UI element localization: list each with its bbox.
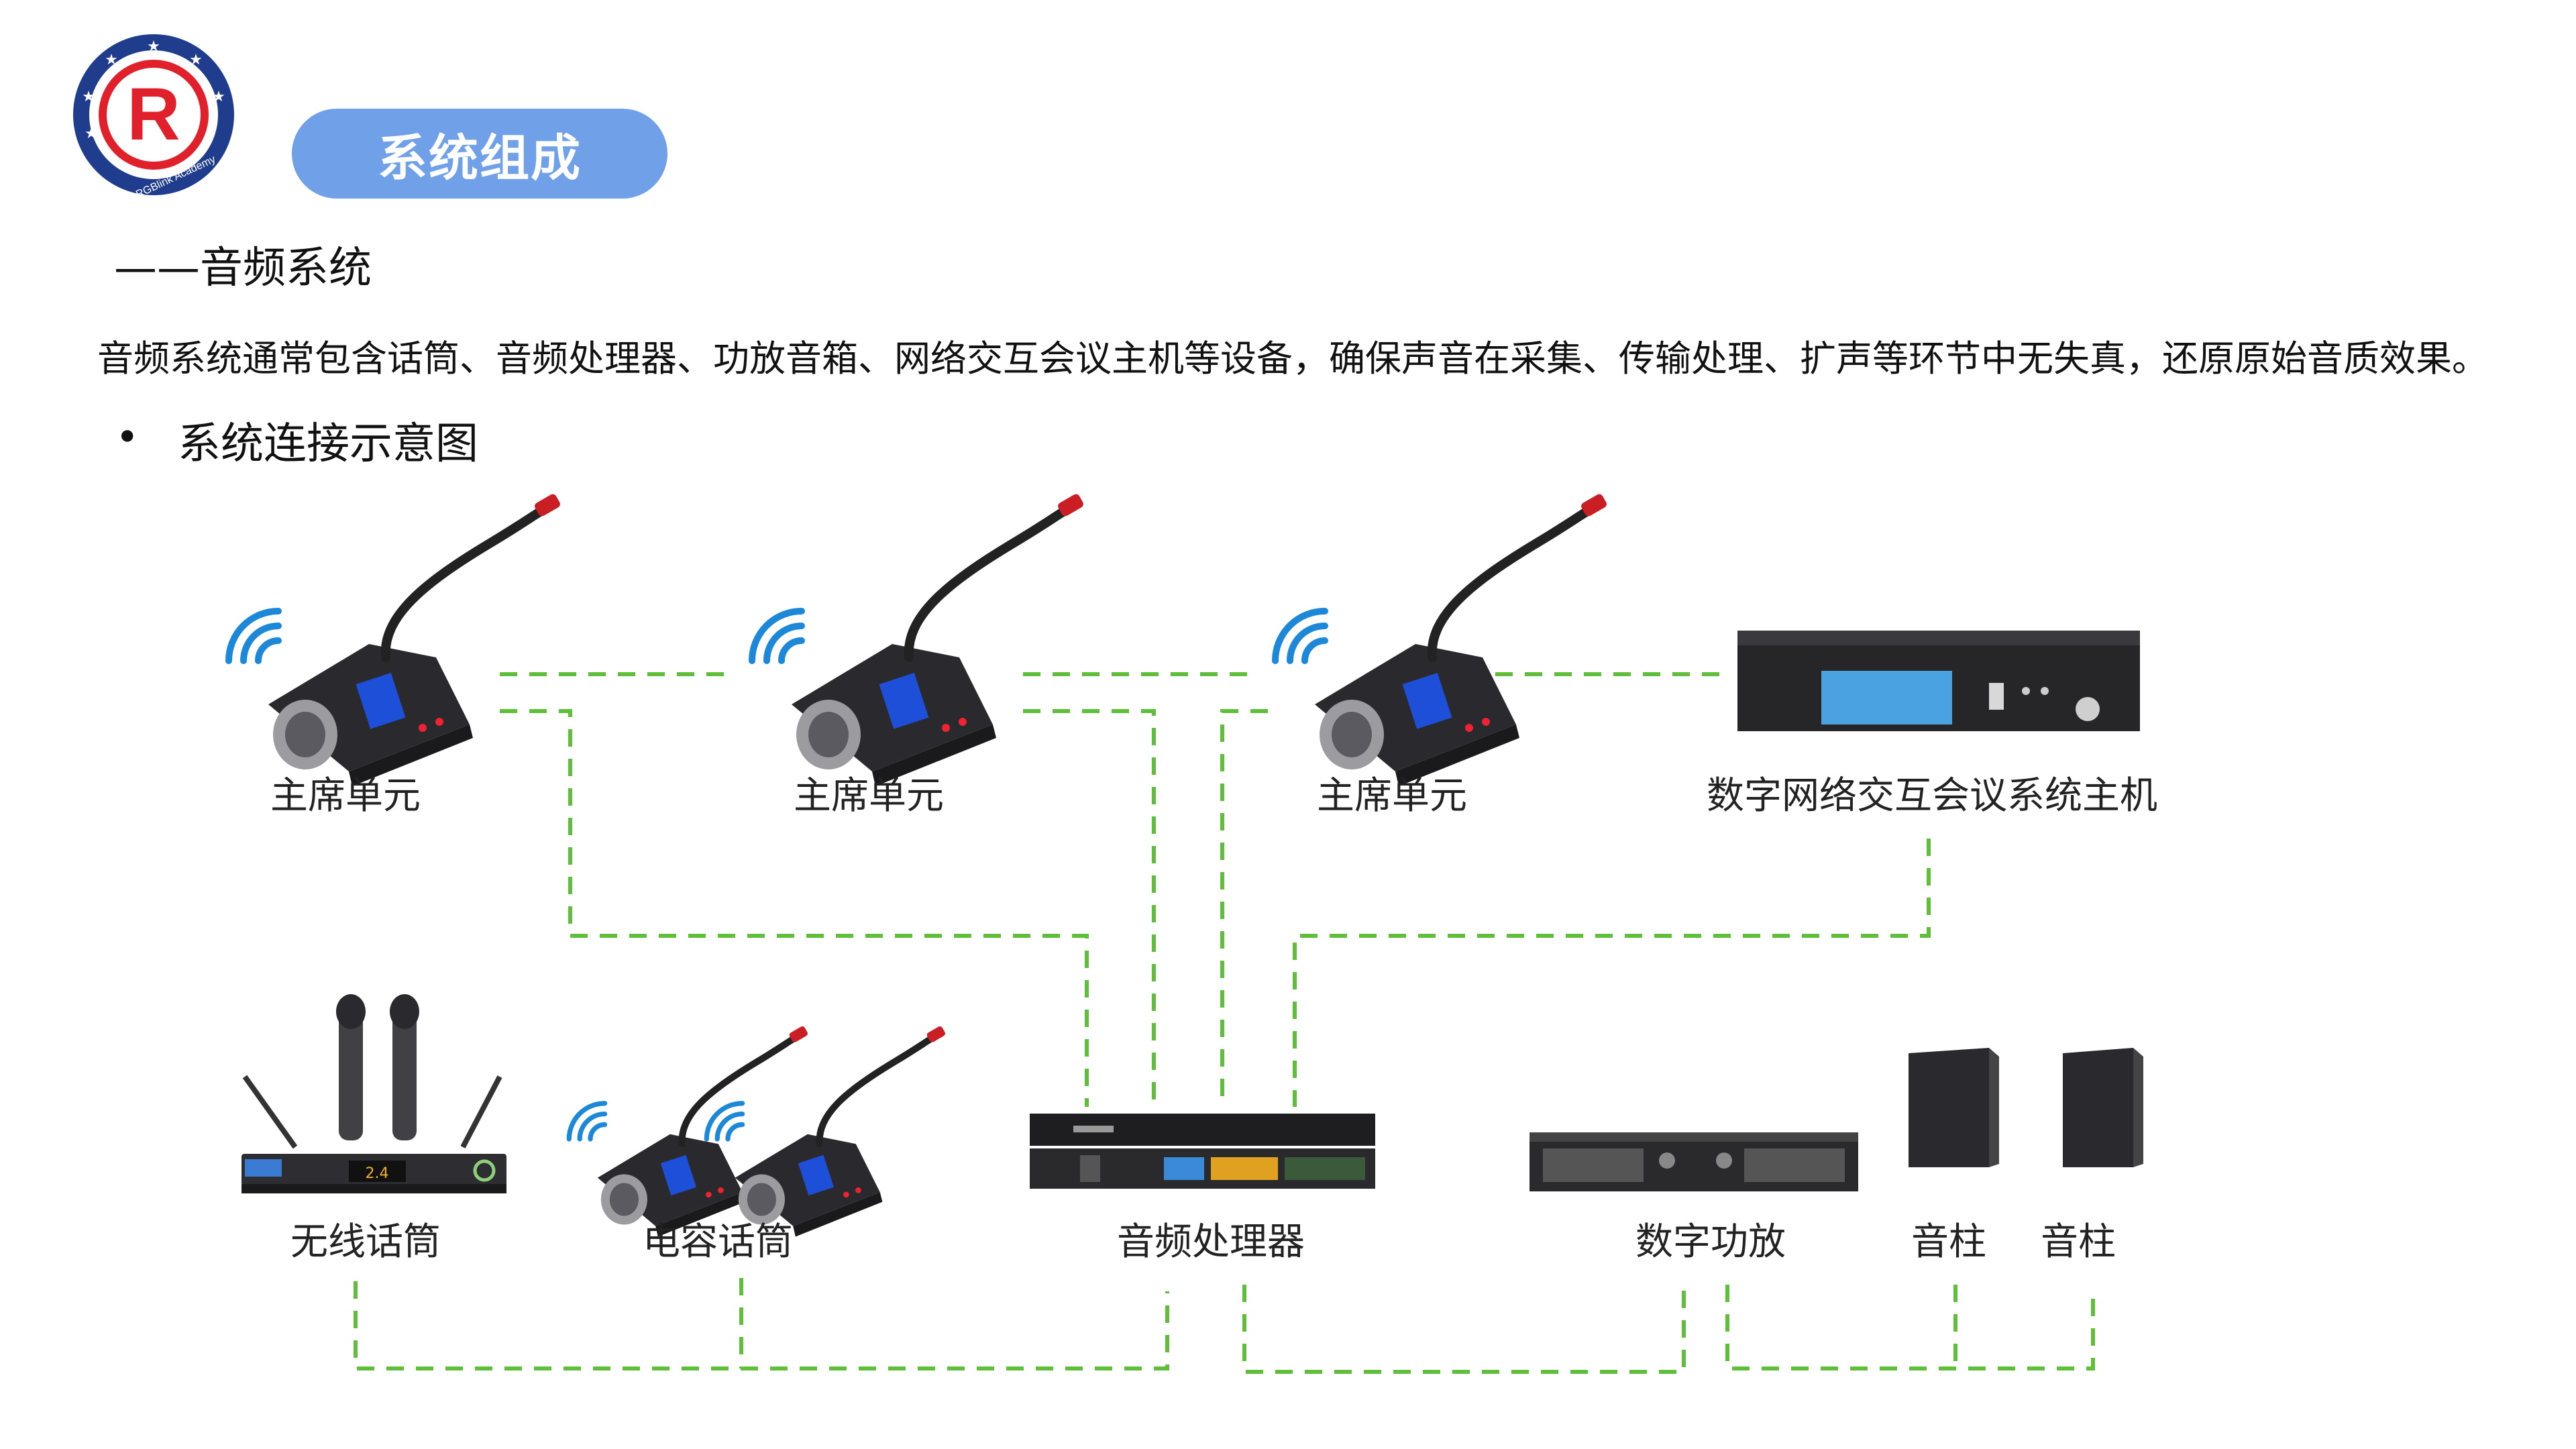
wire-host-processor xyxy=(1293,839,1931,1107)
chair-mic-icon xyxy=(268,492,561,786)
svg-text:★: ★ xyxy=(147,38,160,55)
conference-host: 数字网络交互会议系统主机 xyxy=(1707,631,2157,818)
digital-amp: 数字功放 xyxy=(1529,1132,1858,1264)
svg-text:★: ★ xyxy=(105,52,118,68)
connection-wires xyxy=(354,672,2095,1374)
handheld-mic-2 xyxy=(392,1006,417,1140)
diagram-heading: 系统连接示意图 xyxy=(178,419,478,469)
digital-amp-label: 数字功放 xyxy=(1635,1220,1786,1264)
svg-text:★: ★ xyxy=(85,125,98,142)
wireless-icon xyxy=(1275,611,1325,661)
wire-amp-speakers xyxy=(1725,1285,2095,1371)
condenser-mic-2 xyxy=(706,1025,946,1236)
wire-mics-processor xyxy=(354,1281,1169,1371)
description-text: 音频系统通常包含话筒、音频处理器、功放音箱、网络交互会议主机等设备，确保声音在采… xyxy=(97,337,2488,380)
wire-chair2-processor xyxy=(1023,709,1156,1107)
chair-unit-3-label: 主席单元 xyxy=(1317,774,1467,818)
host-screen xyxy=(1821,671,1952,724)
wireless-icon xyxy=(229,611,278,661)
speaker-2: 音柱 xyxy=(2041,1048,2143,1264)
svg-text:2.4: 2.4 xyxy=(366,1165,389,1182)
svg-text:★: ★ xyxy=(82,89,95,105)
logo-letter: R xyxy=(127,73,180,156)
host-label: 数字网络交互会议系统主机 xyxy=(1707,774,2157,818)
audio-processor-label: 音频处理器 xyxy=(1117,1220,1305,1264)
condenser-mic: 电容话筒 xyxy=(569,1025,946,1264)
chair-mic-icon xyxy=(792,492,1085,786)
chair-mic-icon xyxy=(1315,492,1608,786)
wireless-icon xyxy=(752,611,802,661)
section-subtitle: ——音频系统 xyxy=(114,244,372,293)
page-title: 系统组成 xyxy=(292,109,667,199)
chair-unit-1: 主席单元 xyxy=(229,492,561,818)
chair-unit-2: 主席单元 xyxy=(752,492,1085,818)
bullet-marker: • xyxy=(115,414,140,461)
speaker-2-label: 音柱 xyxy=(2041,1220,2116,1264)
audio-processor: 音频处理器 xyxy=(1030,1114,1375,1264)
wireless-mic-label: 无线话筒 xyxy=(290,1220,441,1264)
host-knob xyxy=(2076,697,2100,721)
speaker-1-label: 音柱 xyxy=(1911,1220,1986,1264)
wire-processor-amp xyxy=(1242,1285,1686,1374)
wire-chair3-processor xyxy=(1220,709,1268,1107)
rgblink-academy-logo: R ★ ★ ★ ★ ★ ★ RGBlink Academy xyxy=(73,34,234,199)
wire-chair1-processor xyxy=(500,709,1089,1107)
svg-text:★: ★ xyxy=(189,52,203,68)
condenser-mic-label: 电容话筒 xyxy=(643,1220,793,1264)
chair-unit-1-label: 主席单元 xyxy=(270,774,421,818)
wireless-mic: 2.4 无线话筒 xyxy=(241,994,506,1264)
antenna-right xyxy=(460,1075,502,1148)
antenna-left xyxy=(242,1075,298,1149)
svg-text:★: ★ xyxy=(212,89,225,105)
chair-unit-2-label: 主席单元 xyxy=(794,774,944,818)
chair-unit-3: 主席单元 xyxy=(1275,492,1608,818)
speaker-1: 音柱 xyxy=(1909,1048,1999,1264)
handheld-mic-1 xyxy=(339,1006,363,1140)
